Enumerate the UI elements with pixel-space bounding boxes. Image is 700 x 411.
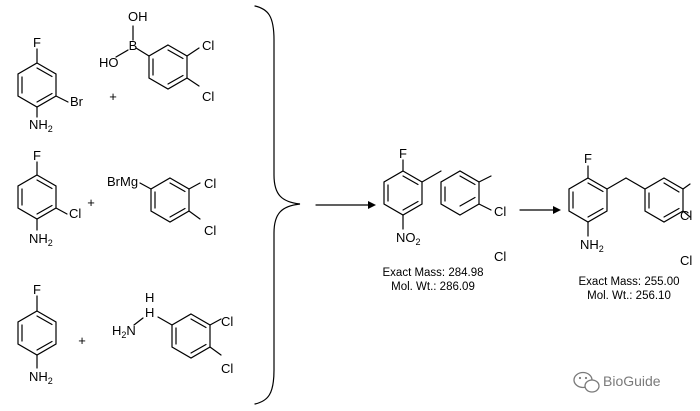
mol-wt-label: Mol. Wt.: 286.09 — [391, 281, 475, 293]
reaction-arrow-2 — [519, 206, 561, 214]
fluorine-label: F — [33, 282, 41, 297]
watermark: BioGuide — [573, 371, 661, 393]
nitro-label: NO2 — [396, 230, 421, 247]
reaction-arrow-1 — [315, 201, 376, 209]
hydrazine-nh-label: H — [145, 305, 154, 320]
bromine-label: Br — [70, 94, 84, 109]
reactant-2-fluorochloroaniline: F Cl NH2 — [17, 148, 81, 248]
hydrazine-h-label: H — [145, 290, 154, 305]
amine-label: NH2 — [29, 369, 53, 386]
chlorine-label-3: Cl — [221, 314, 233, 329]
plus-sign: + — [78, 333, 86, 348]
chlorine-label-3: Cl — [494, 204, 506, 219]
chlorine-label-4: Cl — [204, 223, 216, 238]
chlorine-label-4: Cl — [202, 89, 214, 104]
hydroxyl-label-2: HO — [99, 55, 119, 70]
curly-brace — [254, 5, 301, 405]
exact-mass-label: Exact Mass: 284.98 — [383, 267, 484, 279]
fluorine-label: F — [399, 146, 407, 161]
mol-wt-label: Mol. Wt.: 256.10 — [587, 290, 671, 302]
fluorine-label: F — [33, 35, 41, 50]
watermark-text: BioGuide — [603, 373, 661, 389]
plus-sign: + — [109, 89, 117, 104]
reactant-3-fluoroaniline: F NH2 — [17, 282, 57, 386]
chlorine-label-3: Cl — [204, 176, 216, 191]
hydroxyl-label-1: OH — [128, 9, 148, 24]
reactant-3-hydrazine: H H H2N Cl Cl — [112, 290, 233, 376]
boron-label: B — [129, 38, 138, 53]
fluorine-label: F — [584, 151, 592, 166]
intermediate-nitro-biphenyl: F NO2 Cl Cl Exact Mass: 284.98 Mol. Wt.:… — [383, 146, 507, 293]
amine-label: NH2 — [29, 231, 53, 248]
hydrazine-h2n-label: H2N — [112, 323, 136, 340]
amine-label: NH2 — [580, 237, 604, 254]
chlorine-label-4: Cl — [221, 361, 233, 376]
chlorine-label-4: Cl — [680, 253, 692, 268]
chlorine-label-4: Cl — [494, 249, 506, 264]
chlorine-label-3: Cl — [202, 38, 214, 53]
plus-sign: + — [87, 195, 95, 210]
product-amino-biphenyl: F NH2 Cl Cl Exact Mass: 255.00 Mol. Wt.:… — [568, 151, 692, 302]
amine-label: NH2 — [29, 117, 53, 134]
chlorine-label-3: Cl — [680, 208, 692, 223]
reactant-1-fluorobromoaniline: F Br NH2 — [17, 35, 84, 134]
bromomagnesium-label: BrMg — [107, 174, 138, 189]
reactant-1-boronic-acid: B OH HO Cl Cl — [99, 9, 214, 104]
fluorine-label: F — [33, 148, 41, 163]
exact-mass-label: Exact Mass: 255.00 — [579, 276, 680, 288]
chlorine-label: Cl — [69, 206, 81, 221]
wechat-icon — [573, 371, 600, 393]
reactant-2-grignard: BrMg Cl Cl — [107, 174, 216, 238]
